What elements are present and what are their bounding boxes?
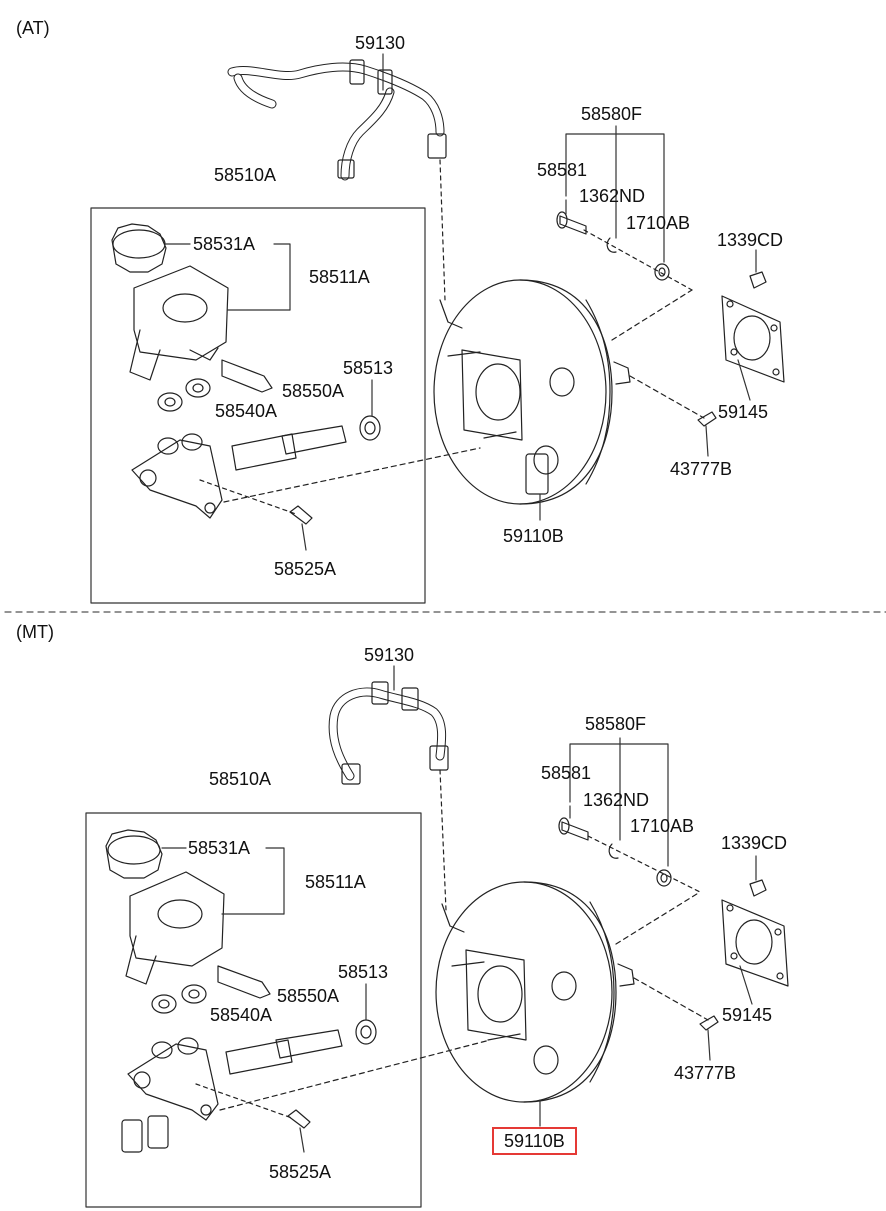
at-pistons	[231, 379, 381, 471]
at-label-bolt[interactable]: 58525A	[274, 559, 337, 579]
mt-gasket	[721, 899, 789, 1005]
mt-label-booster-highlighted[interactable]: 59110B	[492, 1127, 577, 1155]
mt-pistons	[225, 983, 377, 1075]
mt-label-piston-secondary[interactable]: 58540A	[210, 1005, 273, 1025]
mt-label-gasket[interactable]: 59145	[722, 1005, 773, 1025]
mt-reservoir-cap	[105, 829, 285, 915]
at-booster	[433, 279, 705, 521]
at-label-pin[interactable]: 58581	[537, 160, 588, 180]
mt-label-cap[interactable]: 58531A	[188, 838, 251, 858]
at-label-cap[interactable]: 58531A	[193, 234, 256, 254]
at-vacuum-hose	[227, 59, 447, 301]
at-reservoir	[129, 243, 291, 381]
mt-label-piston-primary[interactable]: 58550A	[277, 986, 340, 1006]
at-clevis-pin	[697, 411, 717, 457]
at-section-title: (AT)	[16, 18, 50, 38]
at-label-master-cylinder-assy[interactable]: 58510A	[214, 165, 277, 185]
at-grommets	[157, 359, 273, 412]
mt-reservoir	[125, 871, 285, 985]
at-reservoir-cap	[111, 223, 191, 273]
at-master-cylinder-body	[131, 433, 481, 551]
at-label-gasket[interactable]: 59145	[718, 402, 769, 422]
mt-label-bolt[interactable]: 58525A	[269, 1162, 332, 1182]
mt-label-reservoir[interactable]: 58511A	[305, 872, 366, 892]
at-label-hose[interactable]: 59130	[355, 33, 406, 53]
at-kit-parts	[556, 125, 767, 291]
at-label-clevis-pin[interactable]: 43777B	[670, 459, 733, 479]
mt-label-washer[interactable]: 1710AB	[630, 816, 695, 836]
at-label-booster[interactable]: 59110B	[503, 526, 564, 546]
mt-section-artwork	[85, 665, 789, 1208]
mt-label-master-cylinder-assy[interactable]: 58510A	[209, 769, 272, 789]
mt-label-clip[interactable]: 1362ND	[583, 790, 650, 810]
at-label-reservoir[interactable]: 58511A	[309, 267, 370, 287]
mt-booster	[435, 881, 709, 1127]
at-label-kit[interactable]: 58580F	[581, 104, 643, 124]
at-section-artwork	[90, 53, 785, 604]
mt-vacuum-hose	[328, 665, 449, 911]
mt-master-cylinder-box	[85, 812, 422, 1208]
mt-label-kit[interactable]: 58580F	[585, 714, 647, 734]
at-label-piston-primary[interactable]: 58550A	[282, 381, 345, 401]
at-gasket	[721, 295, 785, 401]
at-master-cylinder-box	[90, 207, 426, 604]
mt-kit-parts	[558, 737, 767, 897]
at-label-nut[interactable]: 1339CD	[717, 230, 784, 250]
at-label-piston-secondary[interactable]: 58540A	[215, 401, 278, 421]
mt-clevis-pin	[699, 1015, 719, 1061]
mt-master-cylinder-body	[121, 1037, 491, 1153]
mt-label-clevis-pin[interactable]: 43777B	[674, 1063, 737, 1083]
mt-section-title: (MT)	[16, 622, 54, 642]
at-label-washer[interactable]: 1710AB	[626, 213, 691, 233]
at-label-seal[interactable]: 58513	[343, 358, 394, 378]
at-label-clip[interactable]: 1362ND	[579, 186, 646, 206]
mt-label-pin[interactable]: 58581	[541, 763, 592, 783]
mt-grommets	[151, 965, 271, 1014]
mt-label-nut[interactable]: 1339CD	[721, 833, 788, 853]
mt-label-seal[interactable]: 58513	[338, 962, 389, 982]
mt-label-hose[interactable]: 59130	[364, 645, 415, 665]
